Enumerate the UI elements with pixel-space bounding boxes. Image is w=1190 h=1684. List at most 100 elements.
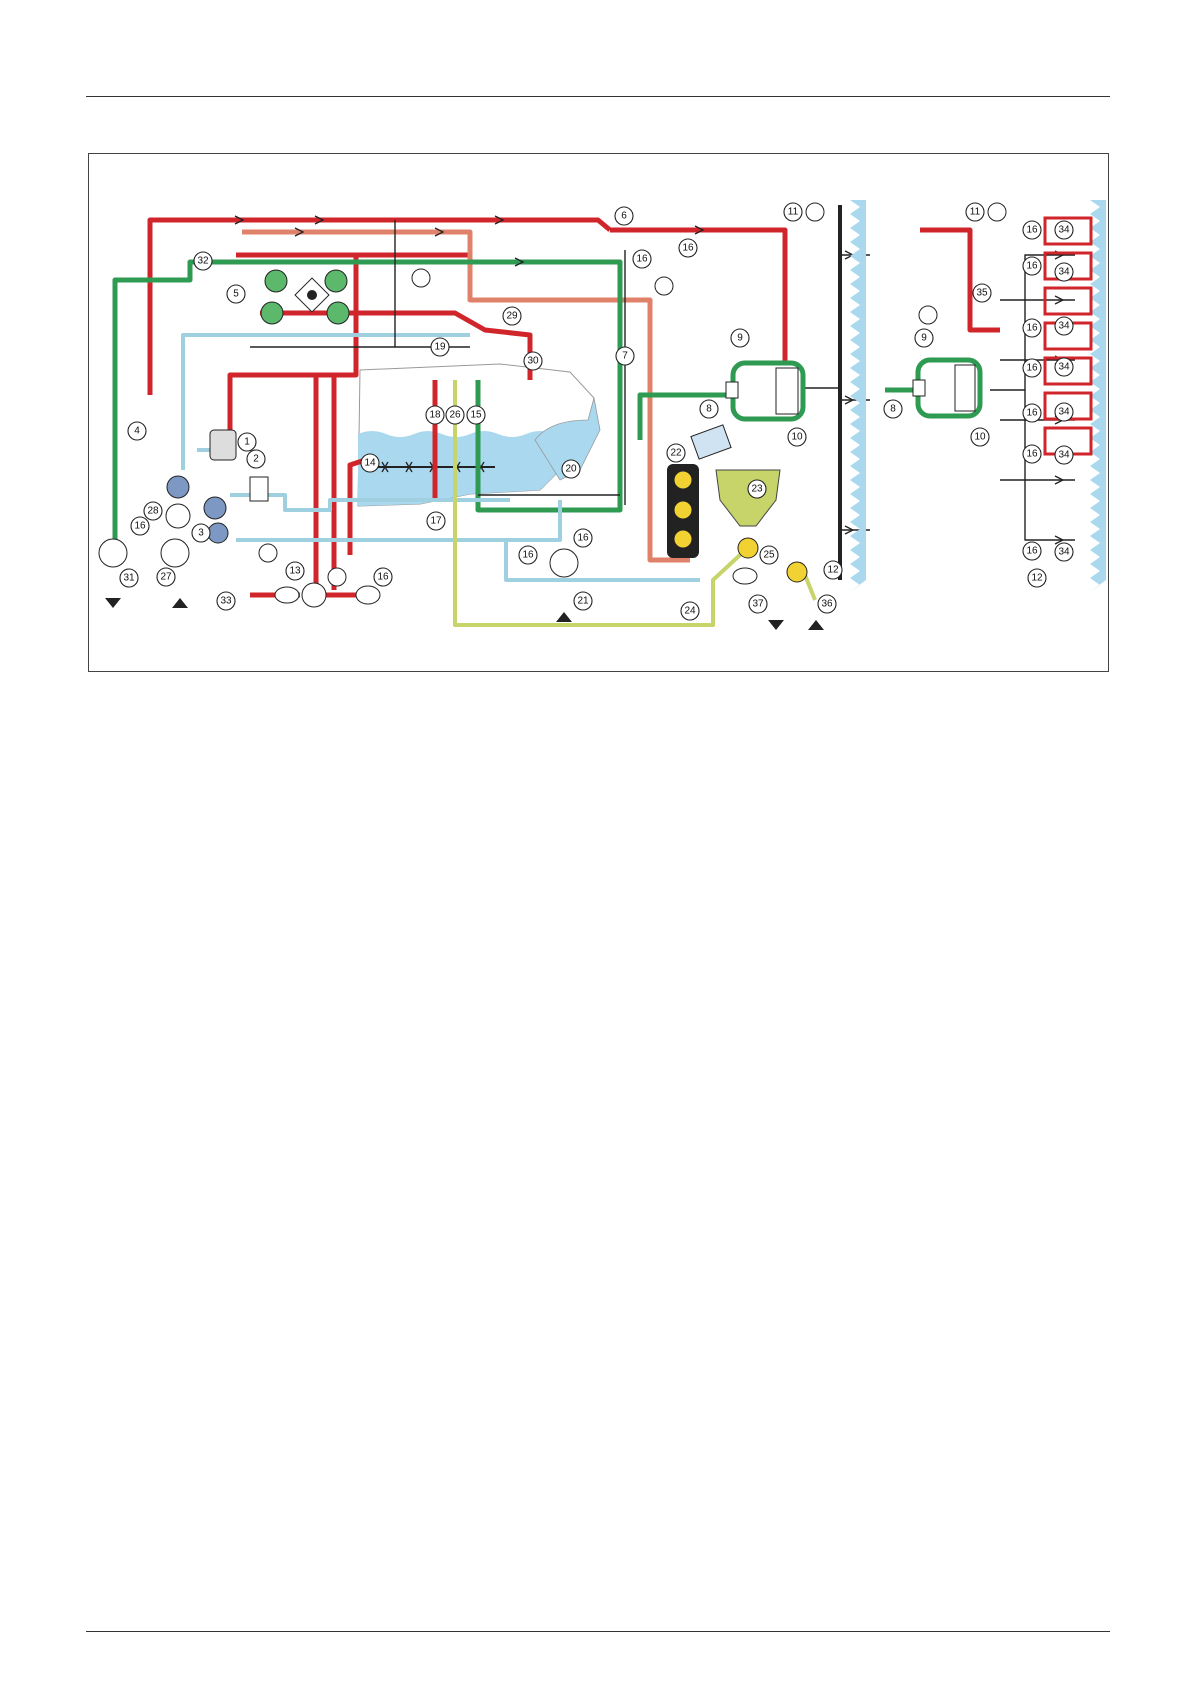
regulator-icon [726, 382, 738, 398]
pressure-gauge-icon [988, 203, 1006, 221]
callout-c33: 33 [217, 592, 235, 610]
svg-text:21: 21 [577, 596, 589, 607]
callout-c16d: 16 [519, 546, 537, 564]
svg-text:18: 18 [429, 410, 441, 421]
unlabelled-callout [412, 269, 430, 287]
callout-c1: 1 [238, 433, 256, 451]
svg-text:9: 9 [921, 333, 927, 344]
svg-text:10: 10 [974, 432, 986, 443]
flow-icon [787, 562, 807, 582]
svg-text:8: 8 [706, 404, 712, 415]
chemical-hopper-icon [716, 470, 780, 526]
callout-c3: 3 [192, 524, 210, 542]
callout-r34g: 34 [1055, 543, 1073, 561]
callout-c19: 19 [431, 338, 449, 356]
filter-icon [210, 430, 236, 460]
callout-c16a: 16 [131, 517, 149, 535]
section-valves-icon [776, 368, 798, 414]
boom-bar [838, 205, 842, 580]
svg-text:9: 9 [737, 333, 743, 344]
callout-c24: 24 [681, 602, 699, 620]
svg-text:32: 32 [197, 256, 209, 267]
flow-icon [738, 538, 758, 558]
callout-c29: 29 [503, 307, 521, 325]
svg-text:16: 16 [682, 243, 694, 254]
control-knob-icon [674, 530, 692, 548]
svg-text:7: 7 [622, 351, 628, 362]
callout-r12: 12 [1028, 569, 1046, 587]
svg-text:35: 35 [976, 288, 988, 299]
svg-text:34: 34 [1058, 321, 1070, 332]
valve-actuator-icon [261, 302, 283, 324]
valve-actuator-icon [327, 302, 349, 324]
pump-icon [208, 523, 228, 543]
svg-text:16: 16 [1026, 323, 1038, 334]
svg-text:12: 12 [827, 565, 839, 576]
callout-c16f: 16 [374, 568, 392, 586]
svg-text:2: 2 [253, 454, 259, 465]
svg-text:10: 10 [791, 432, 803, 443]
svg-text:27: 27 [160, 572, 172, 583]
svg-text:29: 29 [506, 311, 518, 322]
callout-r11: 11 [966, 203, 984, 221]
callout-r35: 35 [973, 284, 991, 302]
callout-r34f: 34 [1055, 446, 1073, 464]
tank-rinse-icon [356, 586, 380, 604]
pipe-yg [805, 575, 815, 600]
callout-c5: 5 [227, 285, 245, 303]
centrifugal-pump-icon [166, 504, 190, 528]
svg-text:25: 25 [763, 550, 775, 561]
callout-c9: 9 [731, 329, 749, 347]
callout-r16f: 16 [1023, 445, 1041, 463]
inlet-arrow-icon [172, 598, 188, 608]
unlabelled-callout [919, 306, 937, 324]
svg-text:31: 31 [123, 573, 135, 584]
svg-text:16: 16 [1026, 408, 1038, 419]
svg-text:26: 26 [449, 410, 461, 421]
footer-rule [86, 1631, 1110, 1632]
callout-c32: 32 [194, 252, 212, 270]
callout-c8: 8 [700, 400, 718, 418]
callout-c2: 2 [247, 450, 265, 468]
callout-c27: 27 [157, 568, 175, 586]
inlet-arrow-icon [556, 612, 572, 622]
svg-text:3: 3 [198, 528, 204, 539]
svg-text:11: 11 [970, 207, 981, 218]
pump-icon [204, 497, 226, 519]
callout-r34a: 34 [1055, 221, 1073, 239]
unlabelled-callout [655, 277, 673, 295]
callout-c11: 11 [784, 203, 802, 221]
control-knob-icon [674, 501, 692, 519]
callout-c31: 31 [120, 569, 138, 587]
svg-text:4: 4 [134, 426, 140, 437]
callout-r10: 10 [971, 428, 989, 446]
svg-text:13: 13 [289, 566, 301, 577]
svg-text:14: 14 [364, 458, 376, 469]
callout-r16g: 16 [1023, 542, 1041, 560]
centrifugal-pump-icon [302, 583, 326, 607]
svg-text:16: 16 [1026, 261, 1038, 272]
svg-text:17: 17 [430, 516, 442, 527]
svg-text:36: 36 [821, 599, 833, 610]
pressure-gauge-icon [161, 539, 189, 567]
pressure-gauge-icon [806, 203, 824, 221]
callout-c7: 7 [616, 347, 634, 365]
outlet-arrow-icon [105, 598, 121, 608]
callout-c18: 18 [426, 406, 444, 424]
callout-c21: 21 [574, 592, 592, 610]
svg-text:16: 16 [522, 550, 534, 561]
callout-c6: 6 [615, 207, 633, 225]
callout-c15: 15 [467, 406, 485, 424]
inlet-arrow-icon [808, 620, 824, 630]
unlabelled-callout [328, 568, 346, 586]
svg-text:11: 11 [788, 207, 799, 218]
callout-c4: 4 [128, 422, 146, 440]
spray-boom-edge [850, 200, 866, 592]
svg-text:16: 16 [134, 521, 146, 532]
callout-c20: 20 [562, 460, 580, 478]
svg-text:16: 16 [577, 533, 589, 544]
callout-c16b: 16 [633, 250, 651, 268]
pressure-gauge-icon [99, 539, 127, 567]
callout-r16e: 16 [1023, 404, 1041, 422]
